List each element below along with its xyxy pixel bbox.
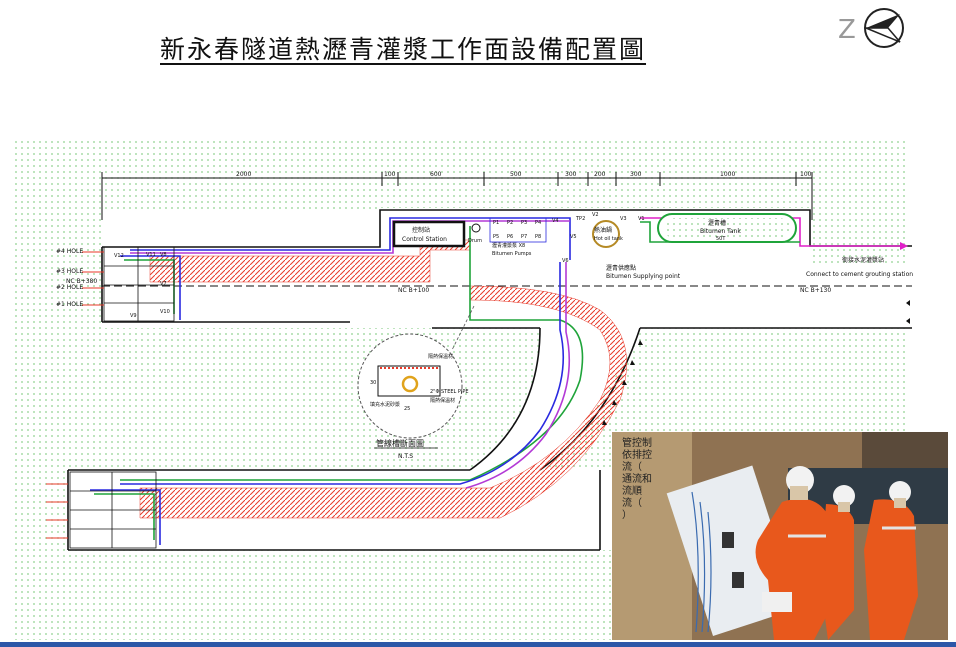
valve-v6: V6 [562,258,569,264]
drum-label: Drum [468,238,482,244]
pump-label: P6 [507,234,513,240]
bottom-accent-line [0,642,956,647]
control-station-zh: 控制站 [412,226,430,234]
supply-point: 瀝青供應點 Bitumen Supplying point [606,264,681,280]
cement-station-en: Connect to cement grouting station [806,271,913,278]
hole-2-label: #2 HOLE [56,284,83,291]
page-title: 新永春隧道熱瀝青灌漿工作面設備配置圖 [160,35,647,64]
hole-manifold-bottom [69,471,157,549]
dimension-line [101,172,813,220]
dim-label: 500 [510,171,522,178]
dim-25-label: 25 [404,406,410,412]
field-photo-illustration [612,432,948,640]
detail-scale: N.T.S [398,453,413,460]
insulation-bottom-label: 隔熱保溫材 [430,397,455,404]
wall-writing: 管控制 依排控 流（ 通流和 流順 流（ ） [622,438,652,521]
control-station: 控制站 Control Station [392,220,466,248]
supply-point-zh: 瀝青供應點 [606,264,636,272]
hot-oil-tank-en: Hot oil tank [594,236,623,242]
dim-label: 2000 [236,171,251,178]
insulation-top-label: 隔熱保溫材 [428,353,453,360]
dim-label: 600 [430,171,442,178]
valve-v10: V10 [160,309,170,315]
chainage-labels: NC B+100 NC B+130 [398,287,831,294]
pump-label: P2 [507,220,513,226]
dim-30-label: 30 [370,380,376,386]
cement-station-arrow [900,242,908,250]
bitumen-tank-note: 50T [716,236,726,242]
hole-1-label: #1 HOLE [56,301,83,308]
nc-label: NC B+380 [66,278,97,285]
pump-label: P1 [493,220,499,226]
dimension-labels: 2000 100 600 500 300 200 300 1000 100 [236,171,812,178]
valve-v12: V12 [114,253,124,259]
cement-station-zh: 銜接水泥灌漿站 [842,256,884,264]
pump-label: P3 [521,220,527,226]
pump-label: P7 [521,234,527,240]
cement-sand-label: 填充水泥砂漿 [370,401,400,408]
valve-v5: V5 [570,234,577,240]
field-photo: 管控制 依排控 流（ 通流和 流順 流（ ） [612,432,948,640]
hole-labels: #4 HOLE #3 HOLE NC B+380 #2 HOLE #1 HOLE [56,248,97,308]
detail-caption: 管線槽斷面圖 [376,438,424,448]
cement-station: 銜接水泥灌漿站 Connect to cement grouting stati… [806,256,913,278]
bitumen-tank-zh: 瀝青槽 [708,219,726,227]
rock-marks [602,300,910,425]
hot-oil-tank-zh: 熱油鍋 [594,226,612,234]
valve-tp2: TP2 [575,216,585,222]
drum: Drum [468,223,482,244]
chainage-a: NC B+100 [398,287,429,294]
dim-label: 200 [594,171,606,178]
dim-label: 1000 [720,171,735,178]
pump-label: P4 [535,220,541,226]
dim-label: 300 [630,171,642,178]
pumps-label-zh: 瀝青灌漿泵 X8 [492,242,525,249]
pumps-label-en: Bitumen Pumps [492,251,532,257]
hot-oil-tank: 熱油鍋 Hot oil tank [592,220,623,248]
pump-label: P8 [535,234,541,240]
valve-v4: V4 [552,218,559,224]
supply-point-en: Bitumen Supplying point [606,273,681,280]
pipe-label: 2"Φ STEEL PIPE [430,389,469,395]
dim-label: 100 [800,171,812,178]
dim-label: 100 [384,171,396,178]
valve-v8: V8 [160,252,167,258]
control-station-en: Control Station [402,236,447,243]
valve-v1: V1 [638,216,645,222]
north-arrow: Z [838,8,904,48]
hole-arrows [46,251,104,539]
bitumen-tank: 瀝青槽 Bitumen Tank 50T [657,213,797,243]
bitumen-pumps: P1 P2 P3 P4 P5 P6 P7 P8 瀝青灌漿泵 X8 Bitumen… [489,217,547,257]
valve-v7: V7 [160,281,167,287]
valve-v11: V11 [146,252,156,258]
valve-labels: V12 V11 V8 V7 V10 V9 V4 TP2 V2 V3 V1 V5 … [114,212,645,319]
hatched-pipe-trench [139,239,627,519]
valve-v3: V3 [620,216,627,222]
north-letter: Z [838,15,856,45]
bitumen-tank-en: Bitumen Tank [700,228,741,235]
pump-label: P5 [493,234,499,240]
valve-v2: V2 [592,212,599,218]
hole-4-label: #4 HOLE [56,248,83,255]
valve-v9: V9 [130,313,137,319]
hole-manifold-top [103,246,175,322]
hole-3-label: #3 HOLE [56,268,83,275]
dim-label: 300 [565,171,577,178]
north-arrow-icon [864,8,904,48]
trench-section-detail: 隔熱保溫材 2"Φ STEEL PIPE 隔熱保溫材 填充水泥砂漿 30 25 … [357,305,475,460]
chainage-b: NC B+130 [800,287,831,294]
